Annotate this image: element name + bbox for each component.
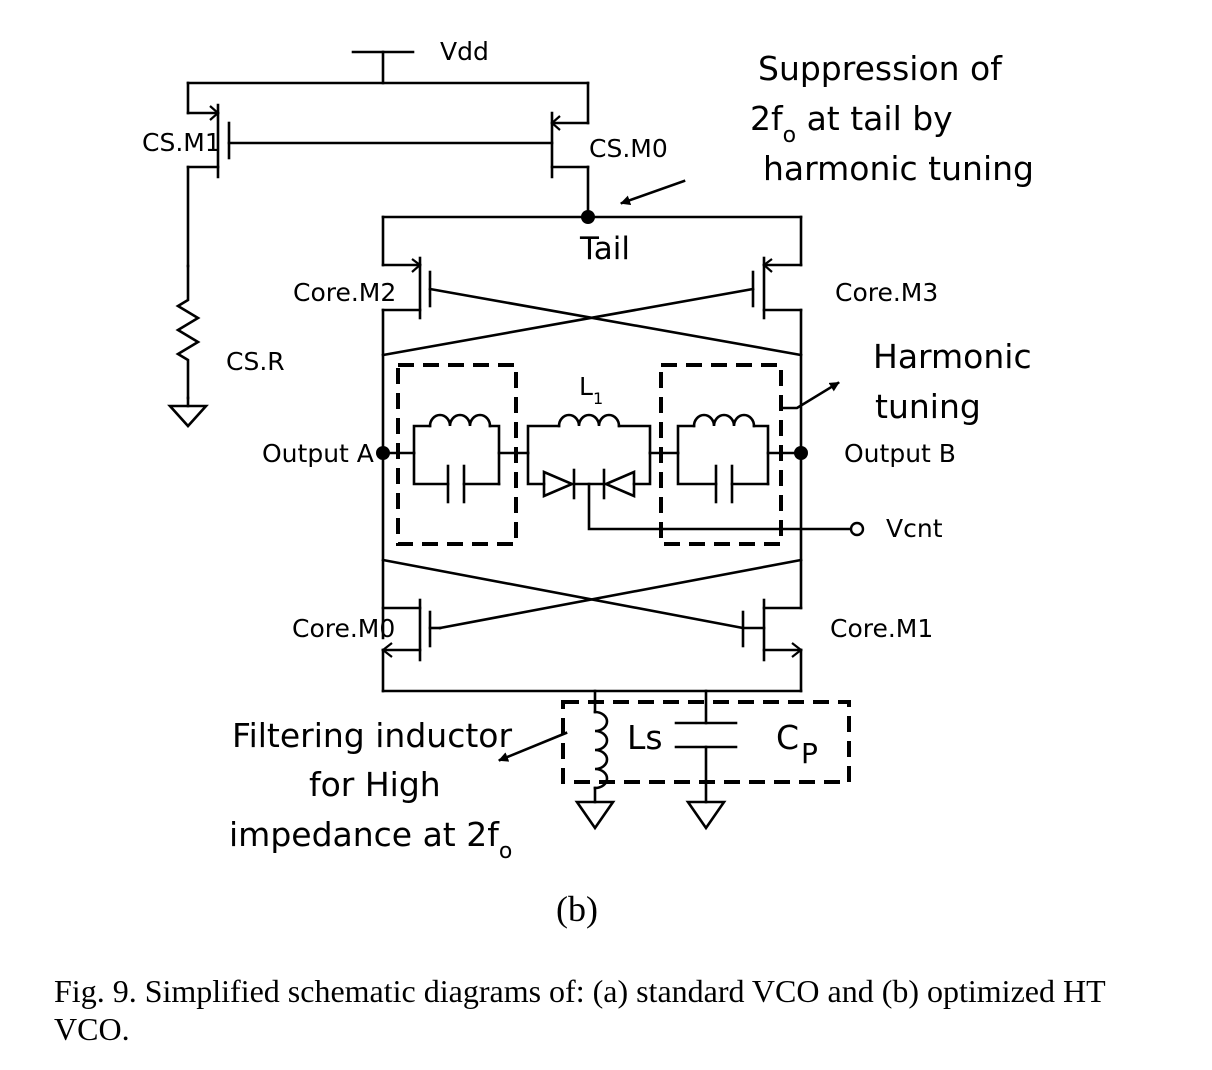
cs-m1-label: CS.M1 (142, 128, 221, 157)
core-m1-transistor (741, 598, 803, 693)
ground-icon (167, 396, 209, 428)
cs-m1-transistor (186, 81, 554, 268)
harmonic-annotation-line2: tuning (875, 387, 981, 426)
tail-suppression-arrow (620, 179, 686, 206)
figure-caption: Fig. 9. Simplified schematic diagrams of… (54, 973, 1106, 1047)
lower-cross-coupling (381, 558, 803, 630)
suppression-at-tail: at tail by (796, 99, 953, 138)
cp-label: CP (776, 718, 818, 770)
vdd-supply (186, 50, 590, 85)
right-harmonic-box (659, 363, 783, 546)
ground-icon (574, 800, 616, 831)
cp-label-main: C (776, 718, 799, 757)
l1-label: L1 (579, 372, 603, 408)
tail-label: Tail (579, 231, 630, 267)
core-m2-label: Core.M2 (293, 278, 396, 307)
right-harmonic-lc-tank (676, 413, 770, 504)
upper-cross-coupling (381, 287, 803, 357)
left-harmonic-box (396, 363, 518, 546)
output-b-label: Output B (844, 439, 956, 468)
output-rails (376, 308, 808, 640)
filtering-inductor-arrow (498, 731, 568, 762)
core-m1-label: Core.M1 (830, 614, 933, 643)
ls-label: Ls (627, 718, 663, 757)
suppression-2f: 2f (750, 99, 784, 138)
cs-m0-label: CS.M0 (589, 134, 668, 163)
panel-label: (b) (556, 889, 598, 929)
core-m3-label: Core.M3 (835, 278, 938, 307)
filter-box (561, 700, 851, 784)
vdd-label: Vdd (440, 37, 489, 66)
varactor-diodes (526, 451, 652, 500)
l1-inductor (526, 413, 652, 455)
core-m0-transistor (381, 598, 432, 693)
ground-icon (685, 800, 727, 831)
core-m0-label: Core.M0 (292, 614, 395, 643)
filtering-annotation-line1: Filtering inductor (232, 716, 512, 755)
vcnt-line (587, 482, 865, 537)
cs-r-label: CS.R (226, 347, 285, 376)
filtering-impedance: impedance at 2f (229, 815, 500, 854)
left-harmonic-lc-tank (412, 413, 501, 504)
filtering-o-sub: o (499, 839, 512, 864)
vcnt-label: Vcnt (886, 514, 943, 543)
harmonic-tuning-arrow (779, 381, 840, 410)
filtering-network (593, 689, 738, 804)
suppression-annotation-line1: Suppression of (758, 49, 1003, 88)
l1-label-main: L (579, 372, 593, 401)
suppression-annotation-line3: harmonic tuning (763, 149, 1034, 188)
suppression-annotation-line2: 2fo at tail by (750, 99, 953, 148)
output-a-label: Output A (262, 439, 374, 468)
l1-label-sub: 1 (593, 389, 603, 408)
cp-label-sub: P (801, 737, 818, 770)
core-m3-transistor (751, 215, 803, 320)
cs-r-resistor (175, 264, 201, 400)
cs-m0-transistor (550, 81, 590, 219)
suppression-o-sub: o (783, 123, 796, 148)
filtering-annotation-line3: impedance at 2fo (229, 815, 512, 864)
vco-schematic: Vdd CS.M1 CS.M0 CS.R Tail Core.M2 Core.M… (142, 37, 1034, 864)
filtering-annotation-line2: for High (309, 765, 441, 804)
harmonic-annotation-line1: Harmonic (873, 337, 1032, 376)
tail-node (381, 210, 803, 224)
